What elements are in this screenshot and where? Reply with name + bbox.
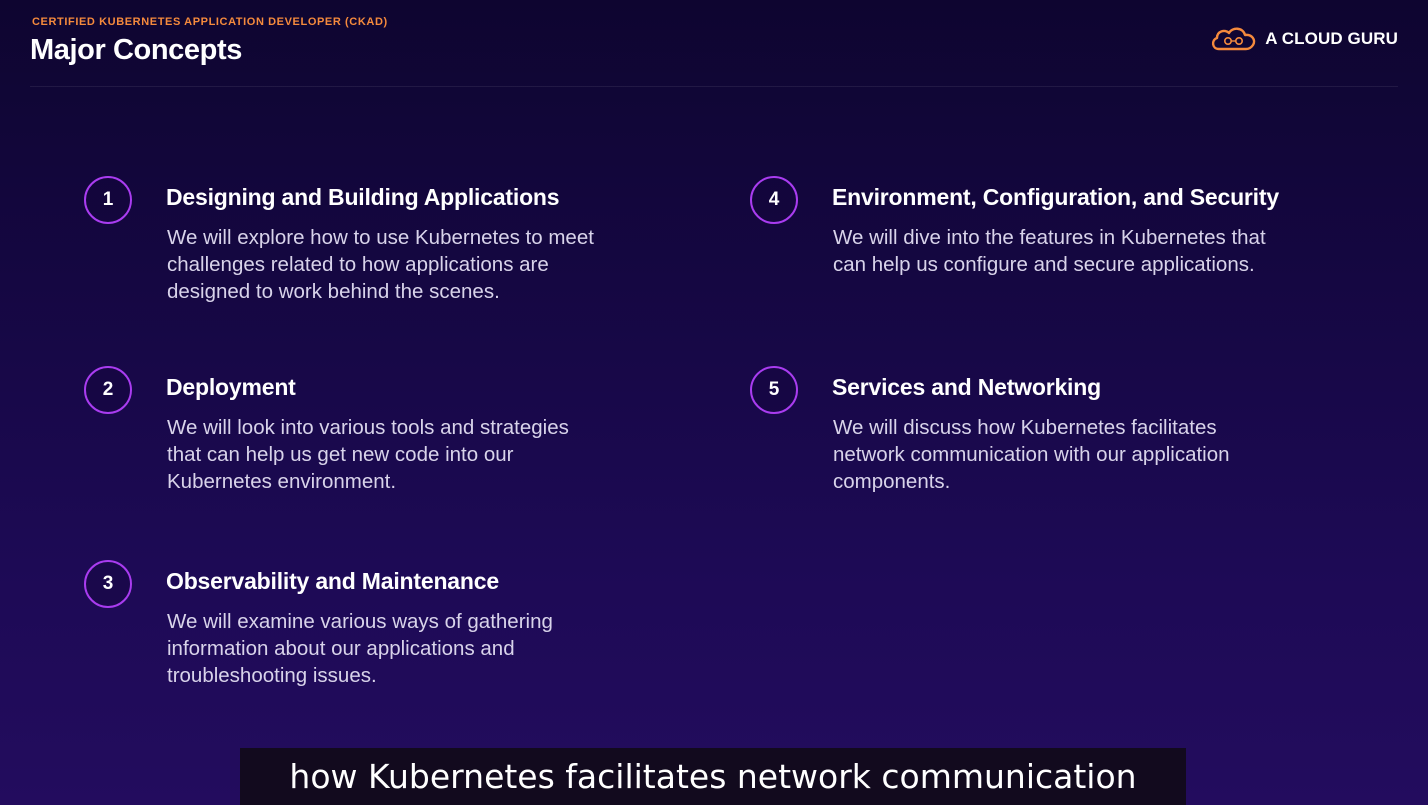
concept-title: Services and Networking bbox=[832, 374, 1101, 400]
cloud-logo-icon bbox=[1209, 26, 1257, 52]
video-subtitle-caption: how Kubernetes facilitates network commu… bbox=[240, 748, 1186, 805]
concept-number-badge: 2 bbox=[84, 366, 132, 414]
concept-number-badge: 5 bbox=[750, 366, 798, 414]
concept-description: We will dive into the features in Kubern… bbox=[833, 226, 1266, 276]
brand-logo: A CLOUD GURU bbox=[1209, 26, 1398, 52]
concept-number-badge: 4 bbox=[750, 176, 798, 224]
concept-number-badge: 1 bbox=[84, 176, 132, 224]
course-eyebrow: CERTIFIED KUBERNETES APPLICATION DEVELOP… bbox=[32, 16, 388, 28]
concept-title: Designing and Building Applications bbox=[166, 184, 560, 210]
concept-description: We will explore how to use Kubernetes to… bbox=[167, 226, 594, 303]
page-title: Major Concepts bbox=[30, 34, 242, 66]
concept-number-badge: 3 bbox=[84, 560, 132, 608]
concept-description: We will examine various ways of gatherin… bbox=[167, 610, 553, 687]
concept-description: We will discuss how Kubernetes facilitat… bbox=[833, 416, 1230, 493]
concept-title: Observability and Maintenance bbox=[166, 568, 499, 594]
concept-title: Environment, Configuration, and Security bbox=[832, 184, 1279, 210]
slide-header: CERTIFIED KUBERNETES APPLICATION DEVELOP… bbox=[30, 14, 1398, 87]
concept-title: Deployment bbox=[166, 374, 296, 400]
concept-description: We will look into various tools and stra… bbox=[167, 416, 569, 493]
brand-name: A CLOUD GURU bbox=[1265, 29, 1398, 48]
